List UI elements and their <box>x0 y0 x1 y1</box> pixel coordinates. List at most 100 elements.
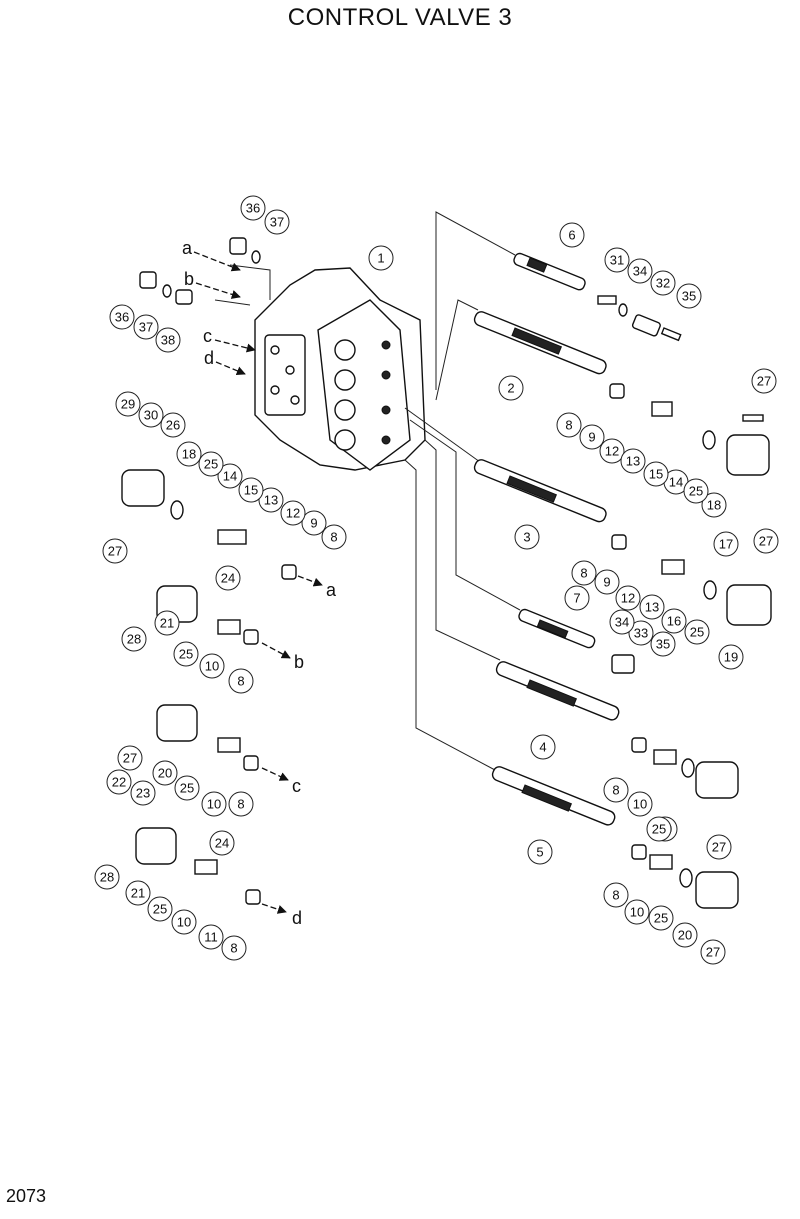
callout-number: 13 <box>264 493 278 508</box>
callout-circle <box>240 195 266 221</box>
callout-circle <box>603 777 629 803</box>
callout-number: 27 <box>123 751 137 766</box>
callout-number: 12 <box>286 506 300 521</box>
callout-13: 13 <box>639 594 665 620</box>
callout-10: 10 <box>171 909 197 935</box>
callout-number: 8 <box>612 888 619 903</box>
callout-12: 12 <box>615 585 641 611</box>
callout-number: 13 <box>645 600 659 615</box>
callout-number: 38 <box>161 333 175 348</box>
callout-number: 30 <box>144 408 158 423</box>
callout-35: 35 <box>676 283 702 309</box>
cap-20b <box>695 761 739 799</box>
callout-26: 26 <box>160 412 186 438</box>
callout-circle <box>130 780 156 806</box>
callout-38: 38 <box>155 327 181 353</box>
callout-number: 21 <box>160 616 174 631</box>
callout-number: 15 <box>649 467 663 482</box>
callout-27: 27 <box>102 538 128 564</box>
bolt-35a <box>660 327 682 342</box>
callout-25: 25 <box>648 905 674 931</box>
callout-8: 8 <box>321 524 347 550</box>
spool-7 <box>518 608 596 649</box>
callout-9: 9 <box>301 510 327 536</box>
callout-14: 14 <box>217 463 243 489</box>
arrow-d-out <box>261 903 287 914</box>
callout-circle <box>556 412 582 438</box>
callout-20: 20 <box>152 760 178 786</box>
callout-number: 25 <box>689 484 703 499</box>
spool-5 <box>491 766 616 826</box>
callout-circle <box>672 922 698 948</box>
callout-number: 8 <box>330 530 337 545</box>
callout-circle <box>176 441 202 467</box>
callout-27: 27 <box>706 834 732 860</box>
oring-25b <box>170 500 184 520</box>
callout-number: 25 <box>180 781 194 796</box>
callout-number: 20 <box>678 928 692 943</box>
callout-37: 37 <box>264 209 290 235</box>
callout-number: 25 <box>652 822 666 837</box>
callout-37: 37 <box>133 314 159 340</box>
callout-circle <box>527 839 553 865</box>
callout-number: 12 <box>621 591 635 606</box>
spring-10d <box>194 859 218 875</box>
callout-number: 10 <box>633 797 647 812</box>
callout-27: 27 <box>751 368 777 394</box>
callout-circle <box>603 882 629 908</box>
spring-13b <box>217 529 247 545</box>
callout-number: 23 <box>136 786 150 801</box>
cap-18a <box>726 434 770 476</box>
callout-34: 34 <box>627 258 653 284</box>
callout-number: 34 <box>615 615 629 630</box>
callout-circle <box>198 451 224 477</box>
cap-20c <box>695 871 739 909</box>
callout-circle <box>579 424 605 450</box>
callout-30: 30 <box>138 402 164 428</box>
callout-25: 25 <box>684 619 710 645</box>
port-label-d-in: d <box>204 348 214 368</box>
callout-circle <box>620 448 646 474</box>
callout-circle <box>301 510 327 536</box>
callout-25: 25 <box>173 641 199 667</box>
callout-circle <box>609 609 635 635</box>
callout-number: 10 <box>205 659 219 674</box>
callout-27: 27 <box>117 745 143 771</box>
callout-circle <box>321 524 347 550</box>
callout-circle <box>514 524 540 550</box>
callout-24: 24 <box>209 830 235 856</box>
port-label-c-out: c <box>292 776 301 796</box>
callout-number: 37 <box>139 320 153 335</box>
callout-circle <box>643 461 669 487</box>
arrow-c-in <box>214 339 256 353</box>
callout-number: 2 <box>507 381 514 396</box>
callout-number: 8 <box>612 783 619 798</box>
spring-13c <box>661 559 685 575</box>
callout-12: 12 <box>599 438 625 464</box>
callout-10: 10 <box>627 791 653 817</box>
callout-circle <box>650 270 676 296</box>
callout-number: 14 <box>669 475 683 490</box>
callout-number: 28 <box>100 870 114 885</box>
callout-circle <box>264 209 290 235</box>
callout-8: 8 <box>228 791 254 817</box>
callout-15: 15 <box>643 461 669 487</box>
callout-number: 34 <box>633 264 647 279</box>
port-arrows: a b c d a b c d <box>182 238 337 928</box>
callout-circle <box>646 816 672 842</box>
callout-number: 4 <box>539 740 546 755</box>
callout-circle <box>173 641 199 667</box>
callout-2: 2 <box>498 375 524 401</box>
callout-circle <box>628 620 654 646</box>
spring-10a <box>217 619 241 635</box>
callout-number: 16 <box>667 614 681 629</box>
callout-number: 8 <box>565 418 572 433</box>
callout-25: 25 <box>683 478 709 504</box>
callout-number: 14 <box>223 469 237 484</box>
callout-21: 21 <box>154 610 180 636</box>
callout-circle <box>700 939 726 965</box>
callout-circle <box>102 538 128 564</box>
callout-number: 7 <box>573 591 580 606</box>
callout-circle <box>125 880 151 906</box>
